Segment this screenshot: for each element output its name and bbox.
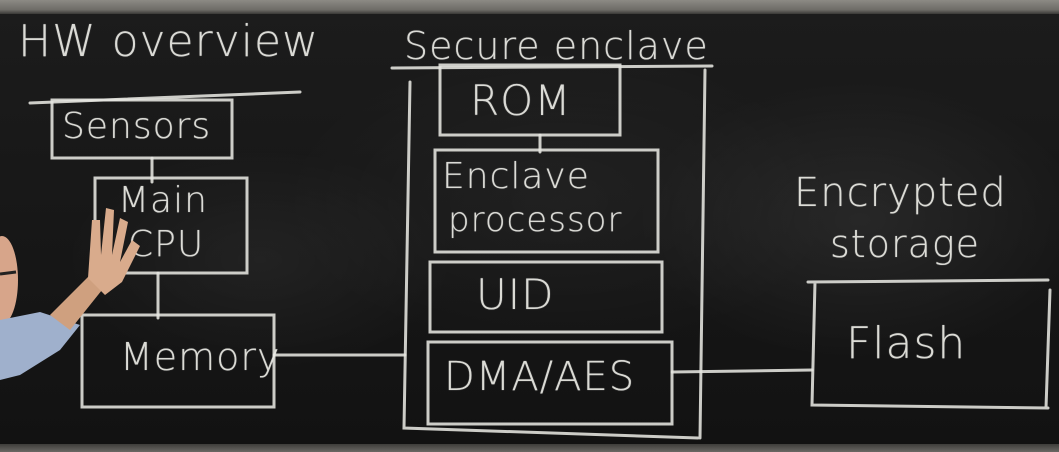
dma-to-flash-line [670,368,814,374]
rom-label: ROM [470,76,572,125]
board-title: HW overview [18,16,320,67]
dma-aes-box [426,340,674,426]
memory-box [80,313,276,409]
sensors-box [50,98,234,160]
cpu-label-line1: Main [118,180,208,221]
dma-aes-label: DMA/AES [444,354,636,400]
secure-enclave-underline [390,64,714,70]
enclave-processor-box [433,148,660,254]
secure-enclave-label: Secure enclave [404,24,709,68]
secure-enclave-outer-box [402,68,707,440]
enclave-processor-label-line1: Enclave [442,156,590,197]
presenter [0,208,140,380]
encrypted-storage-label-line1: Encrypted [794,170,1007,216]
uid-label: UID [476,270,555,319]
board-top-frame [0,0,1059,14]
cpu-label-line2: CPU [128,224,205,265]
flash-label: Flash [846,318,967,369]
board-bottom-frame [0,444,1059,452]
enclave-processor-label-line2: processor [448,200,623,240]
memory-label: Memory [120,335,281,379]
presenter-hand [88,208,140,295]
uid-box [428,260,664,334]
sensors-label: Sensors [62,106,212,147]
presenter-head [0,236,18,324]
presenter-shirt [0,312,80,380]
rom-box [438,63,622,137]
presenter-glasses [0,270,17,276]
flash-box [806,278,1052,410]
encrypted-storage-label-line2: storage [830,222,981,266]
